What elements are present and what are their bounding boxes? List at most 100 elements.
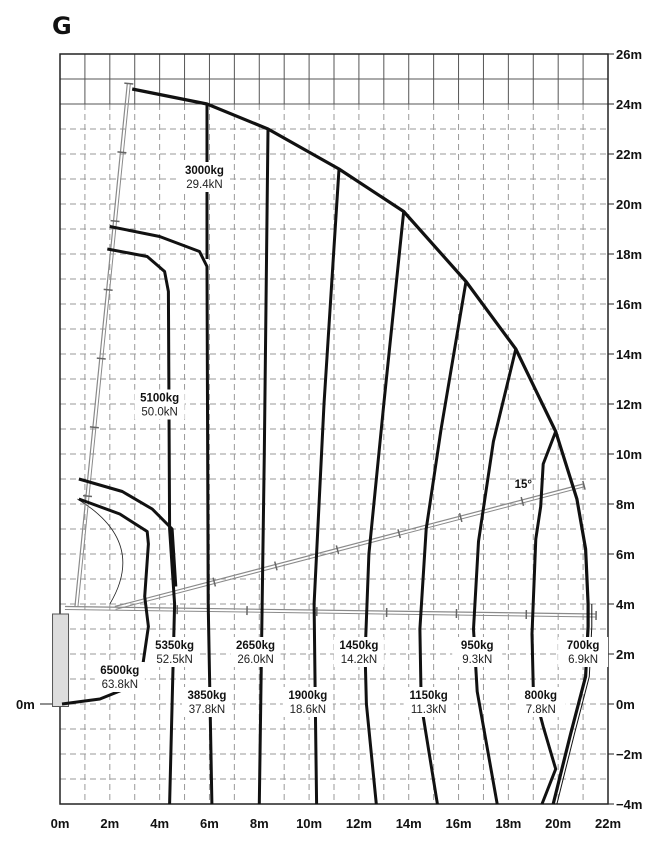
y-tick-label: 2m — [616, 647, 635, 662]
boom-line — [64, 608, 596, 618]
load-line — [418, 281, 468, 805]
y-tick-label: 24m — [616, 97, 642, 112]
y-tick-label: −4m — [616, 797, 642, 812]
label-background — [134, 389, 185, 420]
boom-section-joint — [96, 357, 106, 360]
boom-section-joint — [82, 494, 93, 498]
boom-section-joint — [335, 545, 340, 555]
load-label-kg: 6500kg — [100, 665, 139, 677]
load-label-kn: 52.5kN — [156, 654, 192, 666]
y-tick-label: 22m — [616, 147, 642, 162]
label-background — [94, 662, 145, 692]
x-tick-label: 20m — [545, 816, 571, 831]
load-line — [363, 211, 406, 805]
y-tick-label: 20m — [616, 197, 642, 212]
x-tick-label: 10m — [296, 816, 322, 831]
label-background — [403, 687, 454, 717]
load-label-kg: 1900kg — [288, 690, 327, 702]
x-tick-label: 6m — [200, 816, 219, 831]
y-tick-label: 12m — [616, 397, 642, 412]
load-label-kn: 63.8kN — [102, 679, 138, 691]
x-tick-label: 14m — [396, 816, 422, 831]
chart-title: G — [52, 12, 72, 40]
load-label-kn: 29.4kN — [186, 179, 222, 191]
boom-section-joint — [274, 561, 278, 571]
envelope-inner-curve — [556, 604, 593, 805]
boom-line — [64, 605, 596, 615]
load-label-kg: 1150kg — [409, 690, 447, 702]
load-line — [257, 128, 270, 805]
boom-line — [74, 83, 128, 607]
crane-column — [52, 613, 70, 707]
boom-section-joint — [124, 82, 134, 85]
load-label-kg: 1450kg — [339, 640, 378, 652]
load-label-kg: 800kg — [524, 690, 557, 702]
load-label-kg: 3850kg — [187, 690, 226, 702]
y-tick-label: 16m — [616, 297, 642, 312]
load-label-kn: 50.0kN — [141, 407, 177, 419]
load-label-kn: 7.8kN — [526, 704, 556, 716]
load-label-kg: 5100kg — [140, 393, 179, 405]
boom-line — [77, 84, 131, 607]
boom-section-joint — [89, 426, 99, 429]
label-background — [282, 687, 333, 717]
load-label-kn: 6.9kN — [568, 654, 598, 666]
load-label-kg: 3000kg — [185, 165, 224, 177]
boom-section-joint — [110, 219, 120, 223]
load-label-kg: 5350kg — [155, 640, 194, 652]
label-background — [515, 687, 566, 717]
y-tick-label: 10m — [616, 447, 642, 462]
label-background — [558, 637, 609, 667]
label-background — [179, 162, 230, 192]
load-line — [109, 225, 214, 805]
boom-section-joint — [103, 288, 113, 292]
x-tick-label: 0m — [51, 816, 70, 831]
boom-section-joint — [458, 513, 463, 523]
y-tick-label: 8m — [616, 497, 635, 512]
label-background — [149, 637, 200, 667]
boom-angle-label: 15° — [515, 479, 533, 491]
load-label-kn: 37.8kN — [189, 704, 225, 716]
load-label-kg: 950kg — [461, 640, 494, 652]
reach-arc — [77, 498, 124, 605]
load-label-kg: 700kg — [567, 640, 600, 652]
load-line — [472, 348, 518, 805]
x-tick-label: 16m — [446, 816, 472, 831]
boom-section-joint — [397, 529, 401, 539]
boom-section-joint — [117, 151, 127, 154]
load-label-kn: 9.3kN — [462, 654, 492, 666]
load-line — [530, 430, 558, 805]
plot-frame — [59, 53, 609, 805]
label-background — [452, 637, 503, 667]
load-label-kg: 2650kg — [236, 640, 275, 652]
label-background — [333, 637, 384, 667]
boom-line — [114, 483, 584, 608]
x-tick-label: 22m — [595, 816, 621, 831]
y-tick-label: 18m — [616, 247, 642, 262]
load-line — [78, 477, 178, 587]
x-tick-label: 2m — [100, 816, 119, 831]
x-tick-label: 18m — [495, 816, 521, 831]
load-line — [312, 168, 341, 805]
load-label-kn: 26.0kN — [237, 654, 273, 666]
x-tick-label: 8m — [250, 816, 269, 831]
y-zero-left-label: 0m — [16, 697, 35, 712]
label-background — [230, 637, 281, 667]
load-label-kn: 18.6kN — [290, 704, 326, 716]
y-tick-label: 26m — [616, 47, 642, 62]
y-tick-label: 0m — [616, 697, 635, 712]
boom-section-joint — [520, 496, 525, 506]
boom-section-joint — [582, 480, 586, 490]
y-tick-label: 14m — [616, 347, 642, 362]
y-tick-label: 6m — [616, 547, 635, 562]
label-background — [181, 687, 232, 717]
boom-section-joint — [212, 577, 217, 587]
x-tick-label: 4m — [150, 816, 169, 831]
boom-line — [115, 486, 584, 610]
load-line — [61, 497, 150, 706]
y-tick-label: 4m — [616, 597, 635, 612]
x-tick-label: 12m — [346, 816, 372, 831]
load-label-kn: 14.2kN — [341, 654, 377, 666]
load-label-kn: 11.3kN — [411, 704, 447, 716]
